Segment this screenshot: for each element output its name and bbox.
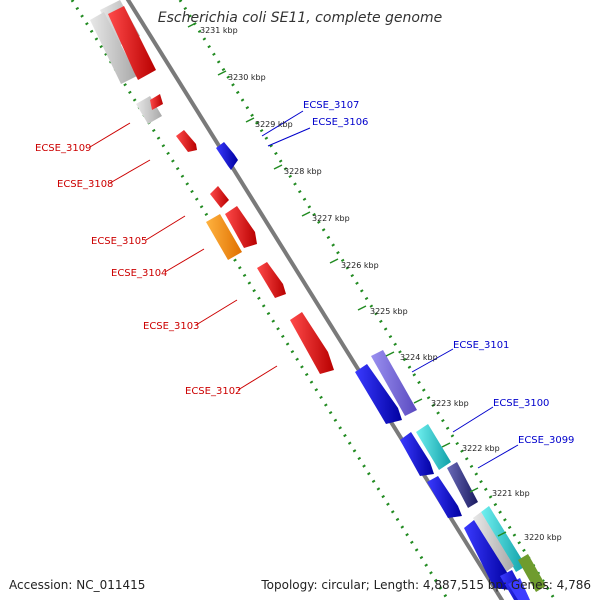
tick-label-3227: 3227 kbp (312, 214, 350, 223)
accession-text: Accession: NC_011415 (9, 578, 146, 592)
tick-label-3223: 3223 kbp (431, 399, 469, 408)
tick-label-3225: 3225 kbp (370, 307, 408, 316)
gene-label-ecse-3108[interactable]: ECSE_3108 (57, 179, 113, 190)
tick-label-3229: 3229 kbp (255, 120, 293, 129)
tick-label-3220: 3220 kbp (524, 533, 562, 542)
gene-label-ecse-3105[interactable]: ECSE_3105 (91, 236, 147, 247)
gene-label-ecse-3106[interactable]: ECSE_3106 (312, 117, 368, 128)
tick-label-3222: 3222 kbp (462, 444, 500, 453)
tick-label-3226: 3226 kbp (341, 261, 379, 270)
gene-label-ecse-3102[interactable]: ECSE_3102 (185, 386, 241, 397)
gc-track-right (178, 0, 557, 600)
tick-label-3228: 3228 kbp (284, 167, 322, 176)
gc-track-left (70, 0, 450, 600)
tick-label-3230: 3230 kbp (228, 73, 266, 82)
gene-label-ecse-3103[interactable]: ECSE_3103 (143, 321, 199, 332)
gene-features-right (216, 142, 546, 600)
page-title: Escherichia coli SE11, complete genome (158, 10, 442, 26)
gene-features-left (90, 0, 334, 374)
summary-text: Topology: circular; Length: 4,887,515 bp… (261, 578, 591, 592)
gene-label-ecse-3107[interactable]: ECSE_3107 (303, 100, 359, 111)
tick-label-3224: 3224 kbp (400, 353, 438, 362)
tick-label-3231: 3231 kbp (200, 26, 238, 35)
gene-label-ecse-3099[interactable]: ECSE_3099 (518, 435, 574, 446)
gene-label-ecse-3109[interactable]: ECSE_3109 (35, 143, 91, 154)
label-connectors (89, 110, 519, 469)
gene-label-ecse-3101[interactable]: ECSE_3101 (453, 340, 509, 351)
backbone-ticks (187, 22, 507, 537)
gene-label-ecse-3100[interactable]: ECSE_3100 (493, 398, 549, 409)
gene-label-ecse-3104[interactable]: ECSE_3104 (111, 268, 167, 279)
tick-label-3221: 3221 kbp (492, 489, 530, 498)
